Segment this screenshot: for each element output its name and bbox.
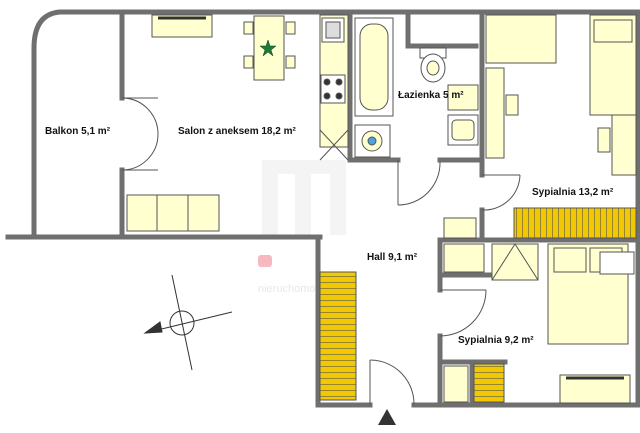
watermark: nieruchomości xyxy=(258,160,346,295)
bedroom1-desk xyxy=(485,14,557,64)
balcony-door xyxy=(121,97,159,171)
tv-cabinet xyxy=(151,14,213,38)
furniture xyxy=(126,14,637,404)
sofa xyxy=(126,194,220,232)
room-label-sypialnia-2: Sypialnia 9,2 m² xyxy=(458,335,534,346)
doors xyxy=(121,97,521,406)
bathroom-cabinet xyxy=(447,84,479,111)
bedroom1-wardrobe xyxy=(513,207,637,239)
room-label-hall: Hall 9,1 m² xyxy=(367,252,418,263)
plant-icon xyxy=(259,39,277,57)
bedroom1-shelf xyxy=(485,67,505,159)
watermark-text: nieruchomości xyxy=(258,283,329,295)
room-label-sypialnia-1: Sypialnia 13,2 m² xyxy=(532,187,614,198)
bedroom2-wardrobe-box xyxy=(491,243,539,281)
stove xyxy=(320,74,346,104)
entry-door xyxy=(369,359,415,406)
bedroom1-door xyxy=(481,174,521,211)
walls xyxy=(5,9,640,408)
bathroom-door xyxy=(397,160,441,206)
room-label-salon: Salon z aneksem 18,2 m² xyxy=(178,126,297,137)
entrance-arrow xyxy=(378,409,396,425)
compass-icon xyxy=(143,274,233,371)
hall-wardrobe xyxy=(319,271,357,401)
bedroom2-door xyxy=(439,289,487,337)
room-label-balkon: Balkon 5,1 m² xyxy=(45,126,111,137)
bedroom2-wardrobe xyxy=(473,363,505,403)
room-label-lazienka: Łazienka 5 m² xyxy=(398,90,464,101)
logo-dot xyxy=(258,255,272,267)
